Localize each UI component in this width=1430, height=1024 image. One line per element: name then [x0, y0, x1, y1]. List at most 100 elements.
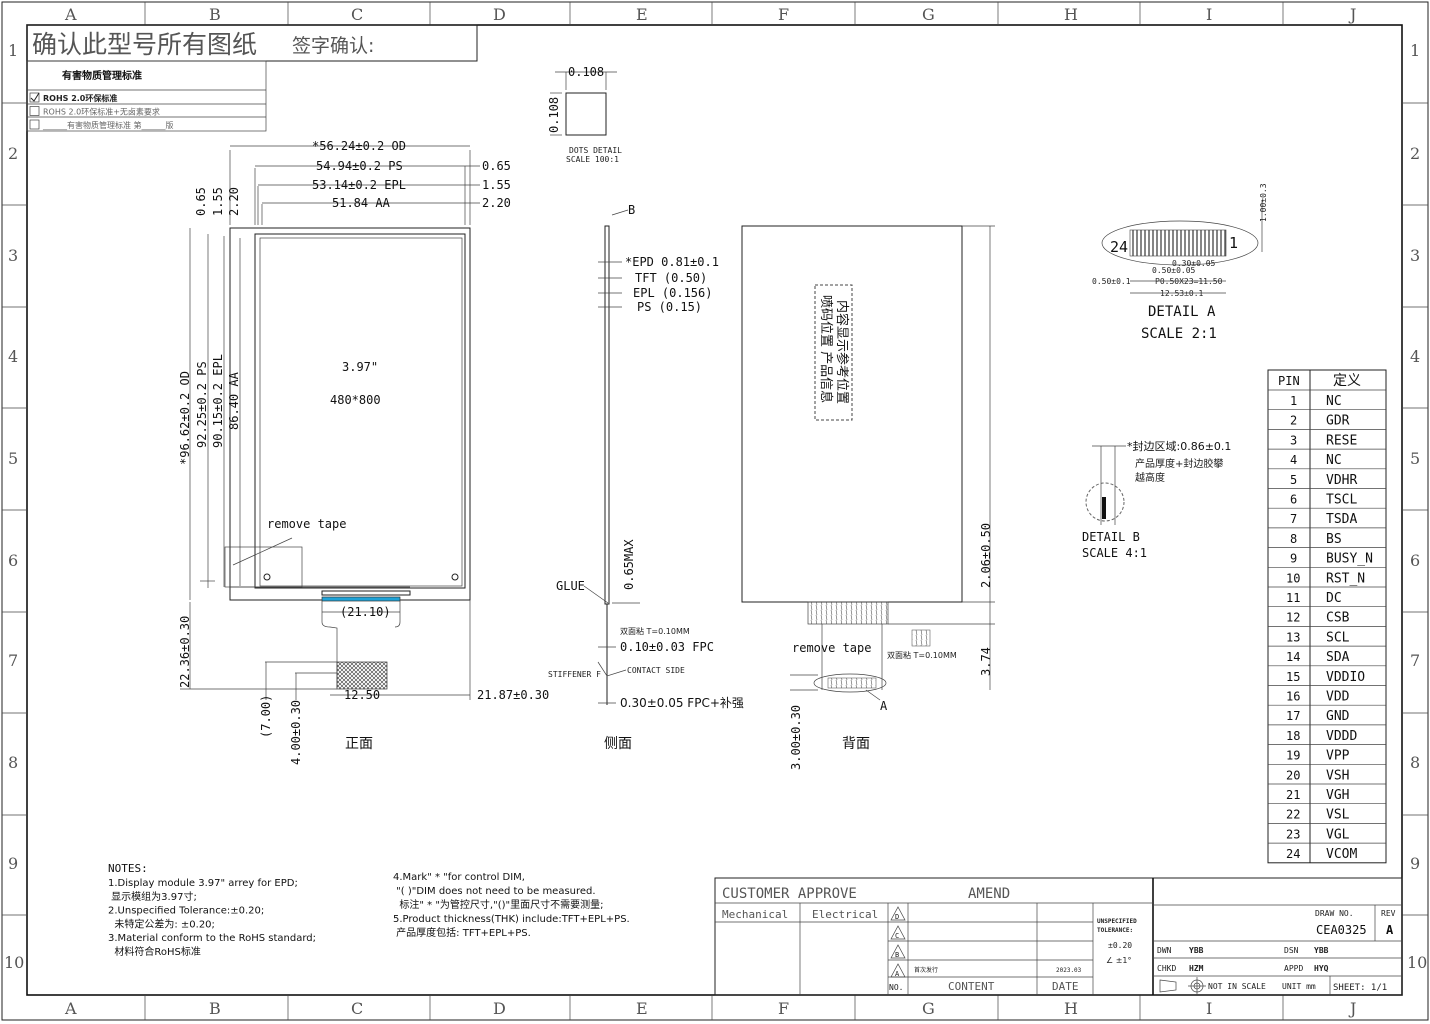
right-dimension: 0.65: [482, 159, 511, 173]
dim-2-06: 2.06±0.50: [979, 523, 993, 588]
pin-number: 12: [1286, 611, 1300, 625]
electrical-approval[interactable]: Electrical: [812, 908, 878, 921]
rev-value: A: [1386, 923, 1394, 937]
print-note-1: 喷码位置 产品信息: [818, 295, 834, 403]
note-line: 显示模组为3.97寸;: [108, 890, 197, 903]
column-marker-bottom: A: [64, 999, 77, 1018]
rev-a-date: 2023.03: [1056, 967, 1082, 974]
confirm-title: 确认此型号所有图纸: [32, 30, 257, 59]
dwn-value: YBB: [1189, 946, 1204, 955]
pin-definition: SCL: [1326, 630, 1350, 645]
sign-label: 签字确认:: [292, 35, 374, 57]
detail-a-marker-ellipse: [813, 673, 887, 693]
sheet-label: SHEET: 1/1: [1333, 983, 1387, 993]
dots-detail: 0.108 0.108 DOTS DETAIL SCALE 100:1: [547, 65, 622, 164]
pin-number: 23: [1286, 827, 1300, 841]
hazard-option-checkbox[interactable]: [29, 92, 40, 103]
hazard-option-label: ROHS 2.0环保标准+无卤素要求: [43, 107, 160, 117]
contact-side-label: CONTACT SIDE: [627, 666, 685, 675]
dots-height: 0.108: [547, 97, 561, 133]
tolerance-label: TOLERANCE:: [1097, 927, 1133, 934]
pin-definition: VGH: [1326, 788, 1349, 803]
pin-definition: VSL: [1326, 808, 1350, 823]
top-dimension: 53.14±0.2 EPL: [312, 178, 406, 192]
chkd-label: CHKD: [1157, 964, 1176, 973]
dim-3-74: 3.74: [979, 647, 993, 676]
pin-number: 9: [1290, 552, 1297, 566]
hazard-option-checkbox[interactable]: [29, 119, 40, 130]
hazard-title: 有害物质管理标准: [62, 69, 142, 82]
detail-a-marker: A: [880, 699, 888, 713]
vertical-dimension: *96.62±0.2 OD: [178, 371, 192, 465]
pin-definition: NC: [1326, 394, 1342, 409]
row-marker-right: 9: [1410, 854, 1420, 873]
row-marker-right: 10: [1407, 953, 1427, 972]
display-size: 3.97": [342, 360, 378, 374]
title-block: CUSTOMER APPROVE AMEND Mechanical Electr…: [714, 877, 1403, 996]
tolerance-value: ±0.20: [1108, 941, 1132, 950]
note-line: 5.Product thickness(THK) include:TFT+EPL…: [393, 914, 630, 925]
row-marker-right: 1: [1410, 41, 1420, 60]
projection-symbol-icon: [1159, 977, 1206, 995]
detail-a-offset: 0.50±0.1: [1092, 277, 1131, 286]
amend-label: AMEND: [968, 886, 1010, 902]
dim-12-50: 12.50: [344, 688, 380, 702]
dsn-value: YBB: [1314, 946, 1329, 955]
max-thickness: 0.65MAX: [622, 539, 636, 590]
notes: NOTES: 1.Display module 3.97" arrey for …: [108, 862, 630, 958]
pin-number: 11: [1286, 591, 1300, 605]
remove-tape-area: [224, 546, 303, 588]
pin-definition: VDHR: [1326, 473, 1357, 488]
column-marker-top: B: [209, 5, 221, 24]
row-marker-left: 5: [8, 449, 18, 468]
column-marker-bottom: J: [1348, 999, 1356, 1018]
unspecified-label: UNSPECIFIED: [1097, 918, 1137, 925]
pin-row: 8 BS: [1290, 532, 1342, 547]
pin-definition: SDA: [1326, 650, 1350, 665]
column-marker-bottom: F: [778, 999, 789, 1018]
fpc-width: (21.10): [340, 605, 391, 619]
detail-b-marker: B: [628, 203, 635, 217]
detail-b-note-3: 越高度: [1135, 471, 1165, 484]
mechanical-approval[interactable]: Mechanical: [722, 908, 788, 921]
content-header: CONTENT: [948, 980, 995, 993]
draw-no-label: DRAW NO.: [1315, 909, 1354, 918]
angle-tolerance: ∠ ±1°: [1106, 956, 1132, 965]
side-tape-label: 双面粘 T=0.10MM: [620, 626, 690, 636]
column-marker-bottom: G: [922, 999, 935, 1018]
print-note-2: 内容显示参考位置: [834, 300, 850, 404]
pin-definition: VDDD: [1326, 729, 1357, 744]
pin-definition: GDR: [1326, 414, 1350, 429]
pin-number: 7: [1290, 512, 1297, 526]
dwn-label: DWN: [1157, 946, 1172, 955]
epd-thickness: *EPD 0.81±0.1: [625, 255, 719, 269]
hazard-option-checkbox[interactable]: [29, 106, 40, 116]
column-marker-top: J: [1348, 5, 1356, 24]
detail-a: 24 1 1.00±0.3 0.30±0.05 0.50±0.05 0.50±0…: [1092, 183, 1268, 342]
dots-width: 0.108: [568, 65, 604, 79]
pin-number: 8: [1290, 532, 1297, 546]
top-dimension: 54.94±0.2 PS: [316, 159, 403, 173]
note-line: 材料符合RoHS标准: [108, 945, 201, 958]
note-line: 2.Unspecified Tolerance:±0.20;: [108, 906, 264, 917]
pin-number: 17: [1286, 709, 1300, 723]
pin-definition: BS: [1326, 532, 1342, 547]
column-marker-bottom: C: [351, 999, 363, 1018]
side-view-label: 侧面: [604, 736, 632, 752]
pin-number: 6: [1290, 493, 1297, 507]
pin-definition: BUSY_N: [1326, 552, 1373, 567]
left-small-dimension: 1.55: [211, 187, 225, 216]
column-marker-bottom: B: [209, 999, 221, 1018]
column-marker-bottom: D: [493, 999, 506, 1018]
revision-triangle-icon: [890, 944, 906, 959]
row-marker-right: 5: [1410, 449, 1420, 468]
rev-a-content: 首次发行: [914, 966, 938, 974]
